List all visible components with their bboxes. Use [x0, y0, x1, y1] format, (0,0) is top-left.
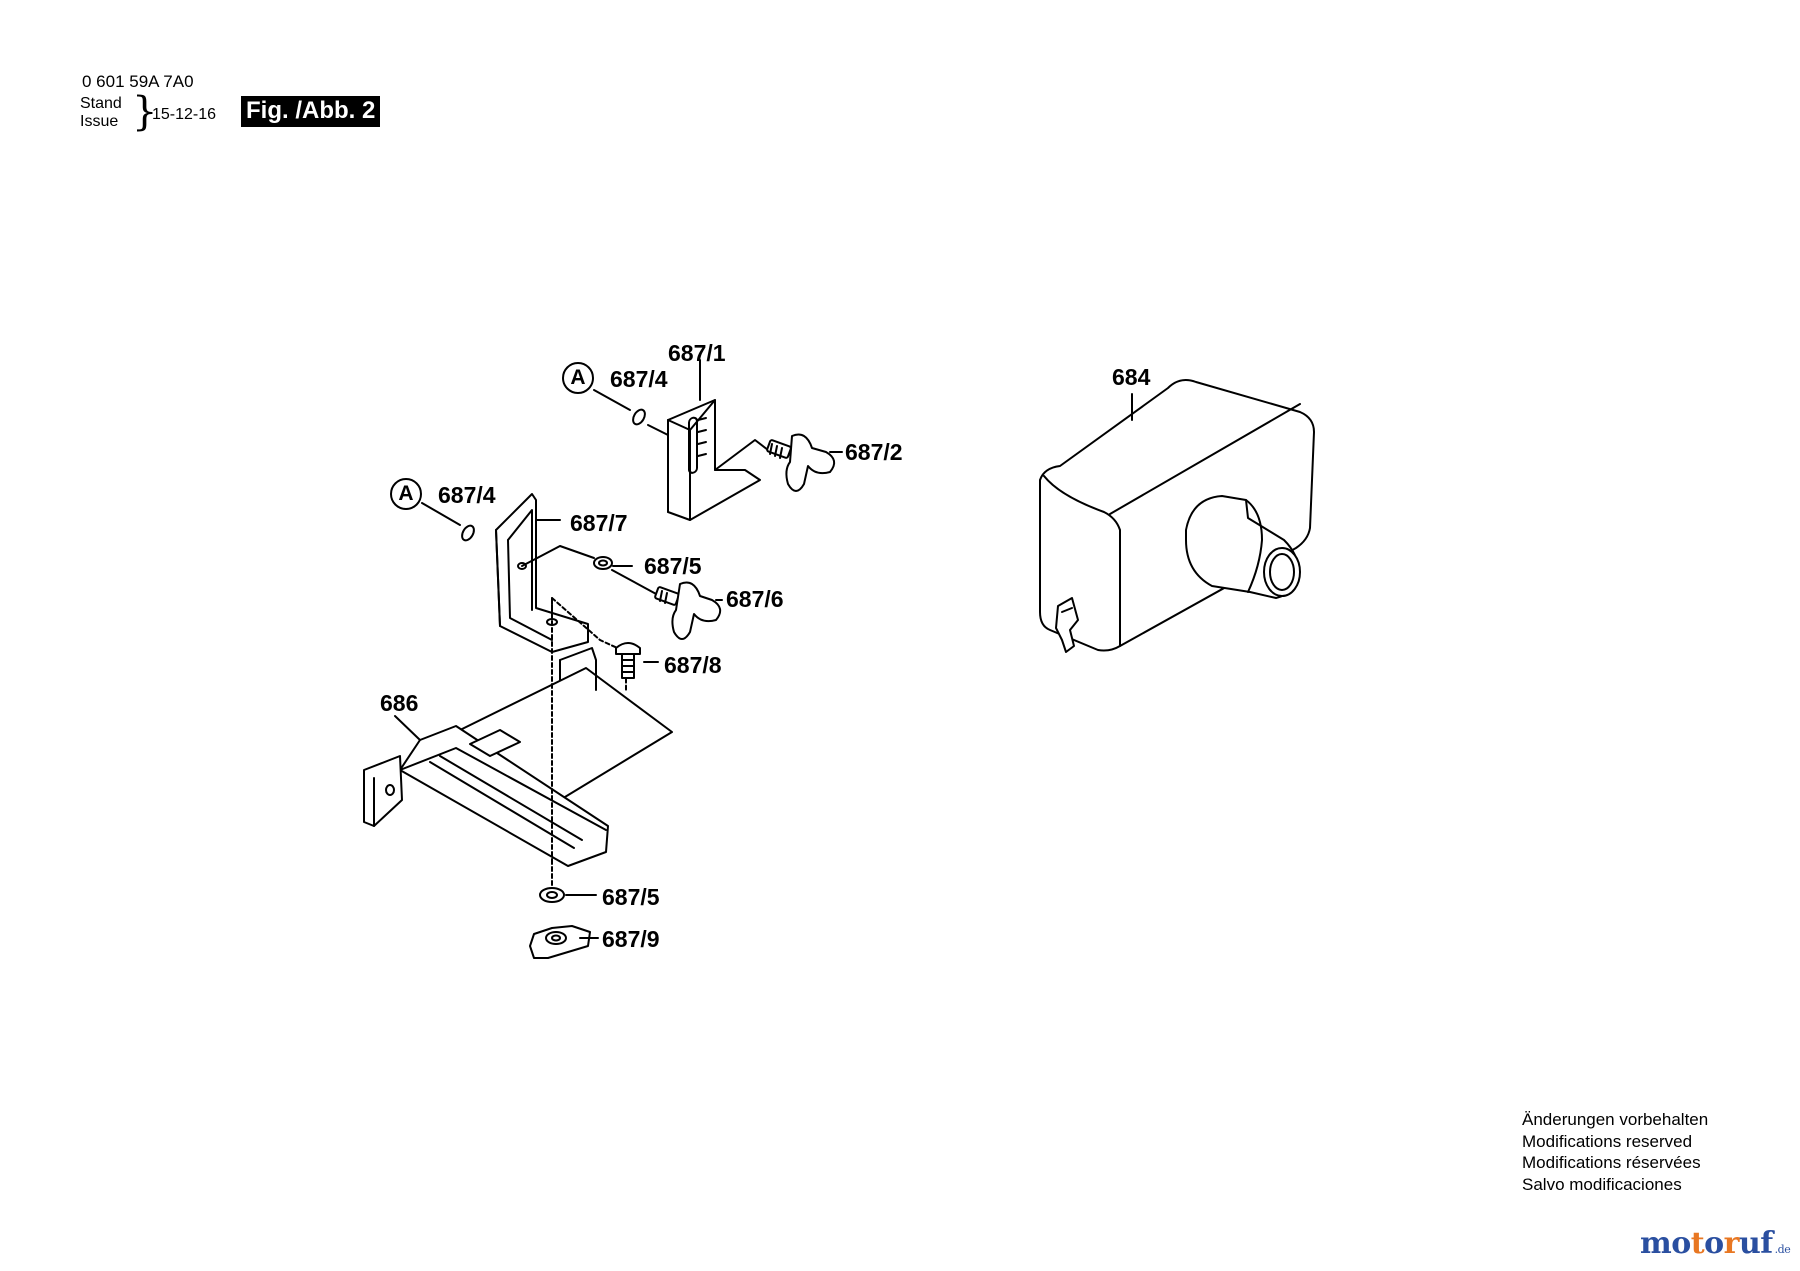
wing-nut-687-9: [529, 925, 591, 959]
note-en: Modifications reserved: [1522, 1131, 1693, 1151]
note-de: Änderungen vorbehalten: [1522, 1110, 1709, 1129]
issue-label: Issue: [80, 113, 119, 130]
label-687-9: 687/9: [602, 926, 660, 952]
label-687-4-mid: 687/4: [438, 482, 496, 508]
label-684: 684: [1112, 364, 1151, 390]
brace-glyph: }: [132, 89, 158, 135]
o-ring-687-4-top: [632, 408, 646, 426]
label-686: 686: [380, 690, 419, 716]
issue-date: 15-12-16: [152, 106, 217, 123]
note-es: Salvo modificaciones: [1522, 1174, 1682, 1194]
label-687-2: 687/2: [845, 439, 903, 465]
brand-logo: motoruf.de: [1640, 1226, 1791, 1261]
label-687-7: 687/7: [570, 510, 628, 536]
ref-circle-a-mid: A: [390, 478, 422, 510]
part-number: 0 601 59A 7A0: [82, 72, 194, 91]
label-687-5-mid: 687/5: [644, 553, 702, 579]
wing-screw-687-6: [654, 581, 722, 640]
stand-label: Stand: [80, 95, 122, 112]
label-687-6: 687/6: [726, 586, 784, 612]
note-fr: Modifications réservées: [1522, 1153, 1701, 1172]
figure-label: Fig. /Abb. 2: [241, 96, 381, 127]
label-687-4-top: 687/4: [610, 366, 668, 392]
modifications-notice: Änderungen vorbehalten Modifications res…: [1522, 1109, 1708, 1195]
stand-issue-label: Stand Issue: [80, 95, 122, 131]
ref-circle-a-top: A: [562, 362, 594, 394]
label-687-1: 687/1: [668, 340, 726, 366]
wing-screw-687-2: [714, 433, 836, 492]
brand-tld: .de: [1774, 1243, 1791, 1256]
label-687-5-bottom: 687/5: [602, 884, 660, 910]
brand-name: motoruf: [1640, 1226, 1773, 1261]
washer-687-5-bottom: [539, 887, 565, 903]
label-687-8: 687/8: [664, 652, 722, 678]
base-plate-686: [363, 599, 673, 886]
washer-687-5-mid: [593, 556, 613, 570]
carriage-bolt-687-8: [615, 642, 641, 679]
dust-bag-684: [1039, 379, 1315, 653]
o-ring-687-4-mid: [461, 524, 475, 542]
angle-bracket-687-1: [667, 399, 761, 521]
